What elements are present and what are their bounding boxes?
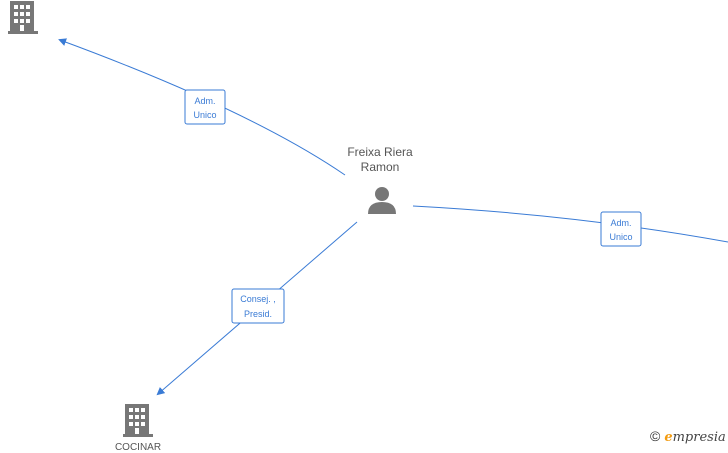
edge-line-top-left xyxy=(58,38,346,176)
person-icon[interactable] xyxy=(368,187,396,214)
edge-label-text: Unico xyxy=(193,110,216,120)
copyright-symbol: © xyxy=(650,428,661,444)
edge-label-text: Consej. , xyxy=(240,294,276,304)
edge-label-right[interactable]: Adm. Unico xyxy=(600,211,642,247)
company-name-label[interactable]: COCINAR xyxy=(114,442,162,453)
person-name-line: Ramon xyxy=(360,160,400,174)
building-icon[interactable] xyxy=(8,1,38,34)
brand-initial: e xyxy=(664,430,673,445)
person-name-line: Freixa Riera xyxy=(347,145,413,159)
brand-name: mpresia xyxy=(672,430,726,445)
edge-label-top-left[interactable]: Adm. Unico xyxy=(184,89,226,125)
building-icon[interactable] xyxy=(123,404,153,437)
edge-line-right xyxy=(412,205,728,243)
edge-label-text: Presid. xyxy=(244,309,272,319)
person-name-label[interactable]: Freixa Riera Ramon xyxy=(330,145,430,175)
edge-label-text: Adm. xyxy=(194,96,215,106)
edge-label-bottom[interactable]: Consej. , Presid. xyxy=(231,288,285,324)
watermark: ©empresia xyxy=(650,428,726,445)
edge-label-text: Unico xyxy=(609,232,632,242)
edge-label-text: Adm. xyxy=(610,218,631,228)
